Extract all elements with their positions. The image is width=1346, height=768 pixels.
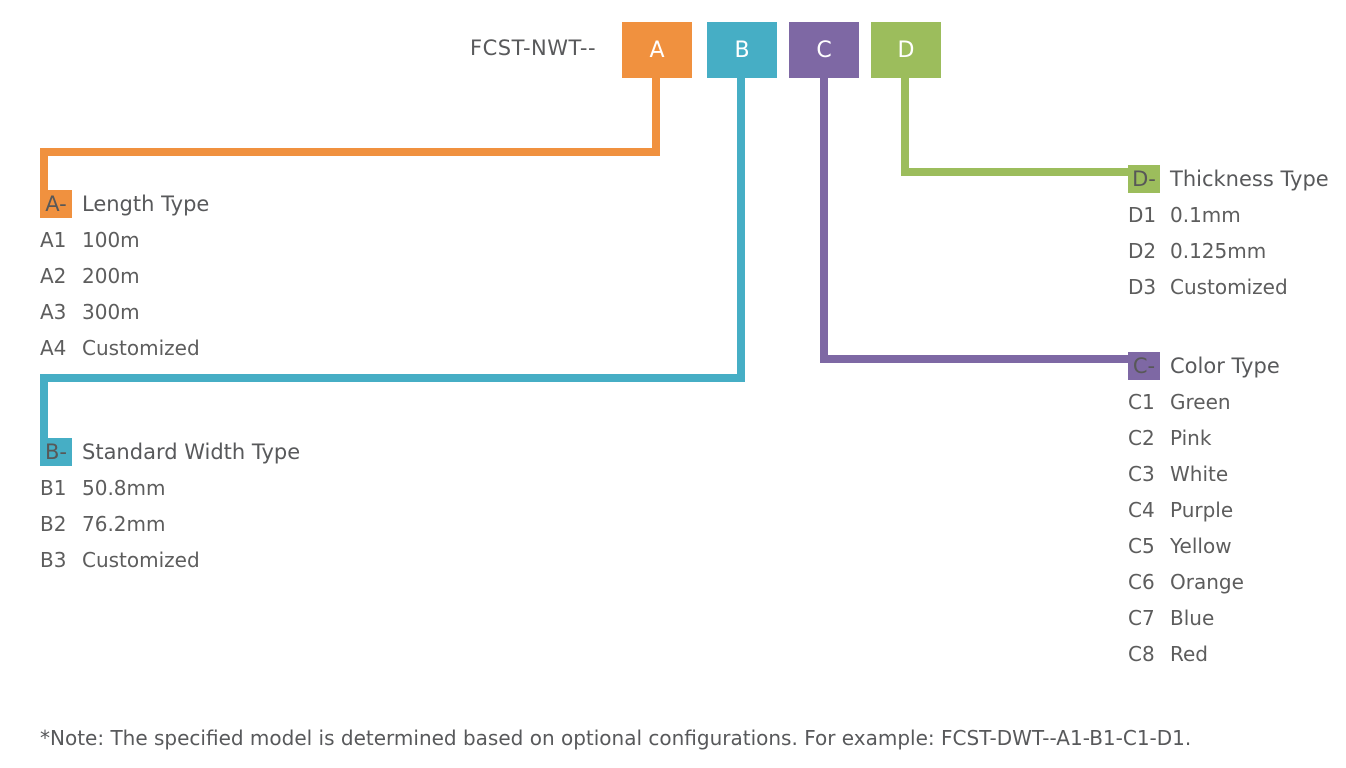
item-label: 76.2mm xyxy=(82,512,166,536)
group-length-type: A- Length Type A1 100m A2 200m A3 300m A… xyxy=(40,186,209,366)
item-code: A1 xyxy=(40,228,67,252)
connector-d-horizontal xyxy=(901,168,1128,176)
item-label: Green xyxy=(1170,390,1231,414)
item-label: Customized xyxy=(1170,275,1288,299)
chip-b: B- xyxy=(40,438,72,466)
item-code: A2 xyxy=(40,264,67,288)
item-label: 200m xyxy=(82,264,140,288)
group-c-title: Color Type xyxy=(1170,354,1280,378)
chip-d: D- xyxy=(1128,165,1160,193)
connector-c-vertical-stem xyxy=(820,78,828,362)
item-code: B1 xyxy=(40,476,67,500)
code-box-d: D xyxy=(871,22,941,78)
item-code: C5 xyxy=(1128,534,1155,558)
item-code: D3 xyxy=(1128,275,1157,299)
code-box-b-letter: B xyxy=(734,37,750,63)
item-code: D2 xyxy=(1128,239,1157,263)
list-item: C2 Pink xyxy=(1128,420,1280,456)
list-item: C8 Red xyxy=(1128,636,1280,672)
connector-b-drop xyxy=(40,374,48,444)
item-label: Pink xyxy=(1170,426,1212,450)
item-code: A4 xyxy=(40,336,67,360)
group-thickness-type: D- Thickness Type D1 0.1mm D2 0.125mm D3… xyxy=(1128,161,1329,305)
item-label: Purple xyxy=(1170,498,1234,522)
item-code: C4 xyxy=(1128,498,1155,522)
list-item: C1 Green xyxy=(1128,384,1280,420)
list-item: A2 200m xyxy=(40,258,209,294)
item-label: 0.1mm xyxy=(1170,203,1241,227)
list-item: A3 300m xyxy=(40,294,209,330)
list-item: C3 White xyxy=(1128,456,1280,492)
connector-c-horizontal xyxy=(820,355,1128,363)
code-box-b: B xyxy=(707,22,777,78)
list-item: C5 Yellow xyxy=(1128,528,1280,564)
item-code: C6 xyxy=(1128,570,1155,594)
item-label: Blue xyxy=(1170,606,1215,630)
item-code: D1 xyxy=(1128,203,1157,227)
group-b-header: B- Standard Width Type xyxy=(40,434,300,470)
code-box-c: C xyxy=(789,22,859,78)
list-item: C7 Blue xyxy=(1128,600,1280,636)
item-code: B2 xyxy=(40,512,67,536)
connector-a-drop xyxy=(40,148,48,196)
connector-a-horizontal xyxy=(40,148,660,156)
item-label: Customized xyxy=(82,336,200,360)
item-label: White xyxy=(1170,462,1229,486)
list-item: D1 0.1mm xyxy=(1128,197,1329,233)
code-box-d-letter: D xyxy=(897,37,915,63)
list-item: D3 Customized xyxy=(1128,269,1329,305)
connector-b-horizontal xyxy=(40,374,745,382)
footnote-text: *Note: The specified model is determined… xyxy=(40,726,1192,750)
list-item: C6 Orange xyxy=(1128,564,1280,600)
item-label: Customized xyxy=(82,548,200,572)
group-a-header: A- Length Type xyxy=(40,186,209,222)
connector-d-vertical-stem xyxy=(901,78,909,175)
model-prefix-label: FCST-NWT-- xyxy=(470,36,597,60)
code-box-a-letter: A xyxy=(649,37,665,63)
item-code: B3 xyxy=(40,548,67,572)
chip-a: A- xyxy=(40,190,72,218)
item-code: C8 xyxy=(1128,642,1155,666)
list-item: A1 100m xyxy=(40,222,209,258)
item-label: 300m xyxy=(82,300,140,324)
group-standard-width-type: B- Standard Width Type B1 50.8mm B2 76.2… xyxy=(40,434,300,578)
connector-b-vertical-stem xyxy=(737,78,745,378)
item-label: Yellow xyxy=(1170,534,1232,558)
group-b-title: Standard Width Type xyxy=(82,440,301,464)
item-code: A3 xyxy=(40,300,67,324)
list-item: B3 Customized xyxy=(40,542,300,578)
list-item: B1 50.8mm xyxy=(40,470,300,506)
group-a-title: Length Type xyxy=(82,192,210,216)
group-d-title: Thickness Type xyxy=(1170,167,1329,191)
item-label: 100m xyxy=(82,228,140,252)
list-item: B2 76.2mm xyxy=(40,506,300,542)
item-label: Red xyxy=(1170,642,1208,666)
item-code: C2 xyxy=(1128,426,1155,450)
group-color-type: C- Color Type C1 Green C2 Pink C3 White … xyxy=(1128,348,1280,672)
connector-a-vertical-stem xyxy=(652,78,660,156)
item-code: C3 xyxy=(1128,462,1155,486)
group-d-header: D- Thickness Type xyxy=(1128,161,1329,197)
list-item: A4 Customized xyxy=(40,330,209,366)
group-c-header: C- Color Type xyxy=(1128,348,1280,384)
code-box-a: A xyxy=(622,22,692,78)
list-item: C4 Purple xyxy=(1128,492,1280,528)
item-label: 50.8mm xyxy=(82,476,166,500)
item-code: C7 xyxy=(1128,606,1155,630)
chip-c: C- xyxy=(1128,352,1160,380)
list-item: D2 0.125mm xyxy=(1128,233,1329,269)
item-label: 0.125mm xyxy=(1170,239,1267,263)
item-label: Orange xyxy=(1170,570,1244,594)
code-box-c-letter: C xyxy=(816,37,832,63)
item-code: C1 xyxy=(1128,390,1155,414)
